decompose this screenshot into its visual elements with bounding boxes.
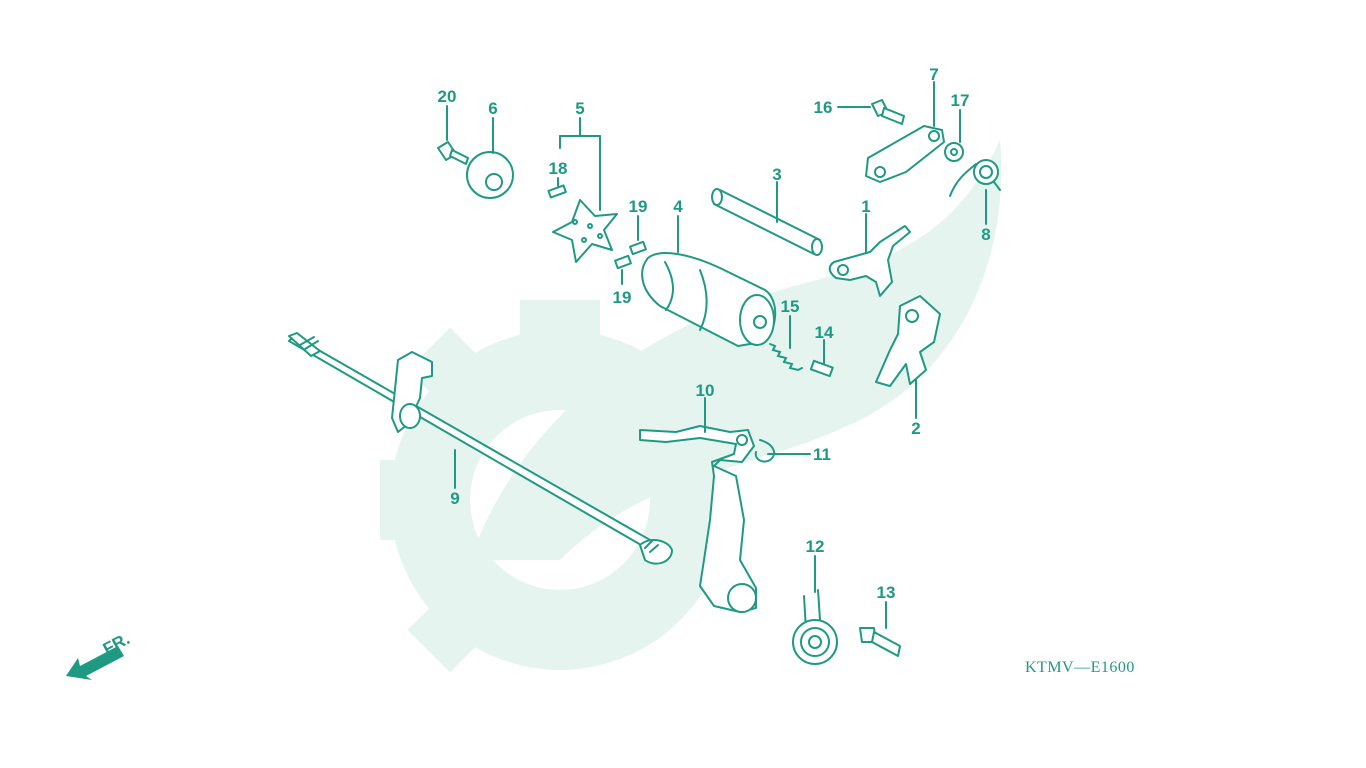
callout-19-lower: 19: [613, 288, 632, 307]
callout-6: 6: [488, 99, 497, 118]
part-shift-drum: [641, 252, 777, 347]
callout-20: 20: [438, 87, 457, 106]
star-plate-holes: [572, 219, 603, 243]
part-stopper-bolt: [871, 99, 905, 125]
part-pin-19a: [629, 240, 647, 256]
callout-2: 2: [911, 419, 920, 438]
callout-17: 17: [951, 91, 970, 110]
callout-1: 1: [861, 197, 870, 216]
leader-lines: [446, 81, 987, 629]
watermark-logo: [380, 140, 1002, 673]
part-fork-shaft: [711, 188, 823, 256]
callout-10: 10: [696, 381, 715, 400]
part-shift-arm: [639, 425, 757, 613]
part-dowel-pin: [547, 184, 567, 199]
part-circlip: [754, 439, 776, 463]
part-bolt: [437, 141, 469, 165]
callout-15: 15: [781, 297, 800, 316]
part-washer: [944, 142, 964, 162]
callout-11: 11: [813, 445, 831, 464]
callout-4: 4: [673, 197, 683, 216]
callout-13: 13: [877, 583, 896, 602]
leaf-watermark-icon: [470, 140, 1002, 560]
part-pivot-bolt: [859, 627, 901, 657]
part-shift-shaft: [288, 332, 673, 565]
callout-labels: 20 6 5 18 19 19 4 3 1 2 7 16 17 8 15 14 …: [438, 65, 991, 602]
callout-12: 12: [806, 537, 825, 556]
part-plate: [466, 151, 514, 199]
part-shift-fork-1: [828, 225, 911, 297]
callout-14: 14: [815, 323, 834, 342]
diagram-code: KTMV—E1600: [1025, 659, 1135, 676]
part-pin-19b: [614, 254, 632, 270]
callout-7: 7: [929, 65, 938, 84]
front-arrow-icon: FR.: [66, 629, 133, 680]
part-small-spring: [769, 343, 803, 372]
callout-5: 5: [575, 99, 584, 118]
part-stopper-arm: [865, 125, 945, 183]
callout-8: 8: [981, 225, 990, 244]
part-shift-fork-2: [875, 295, 941, 387]
callout-19-upper: 19: [629, 197, 648, 216]
callout-18: 18: [549, 159, 568, 178]
callout-16: 16: [814, 98, 833, 117]
part-star-plate: [552, 199, 618, 263]
part-stopper-spring: [949, 159, 1001, 197]
part-return-spring: [792, 589, 838, 665]
callout-9: 9: [450, 489, 459, 508]
callout-3: 3: [772, 165, 781, 184]
